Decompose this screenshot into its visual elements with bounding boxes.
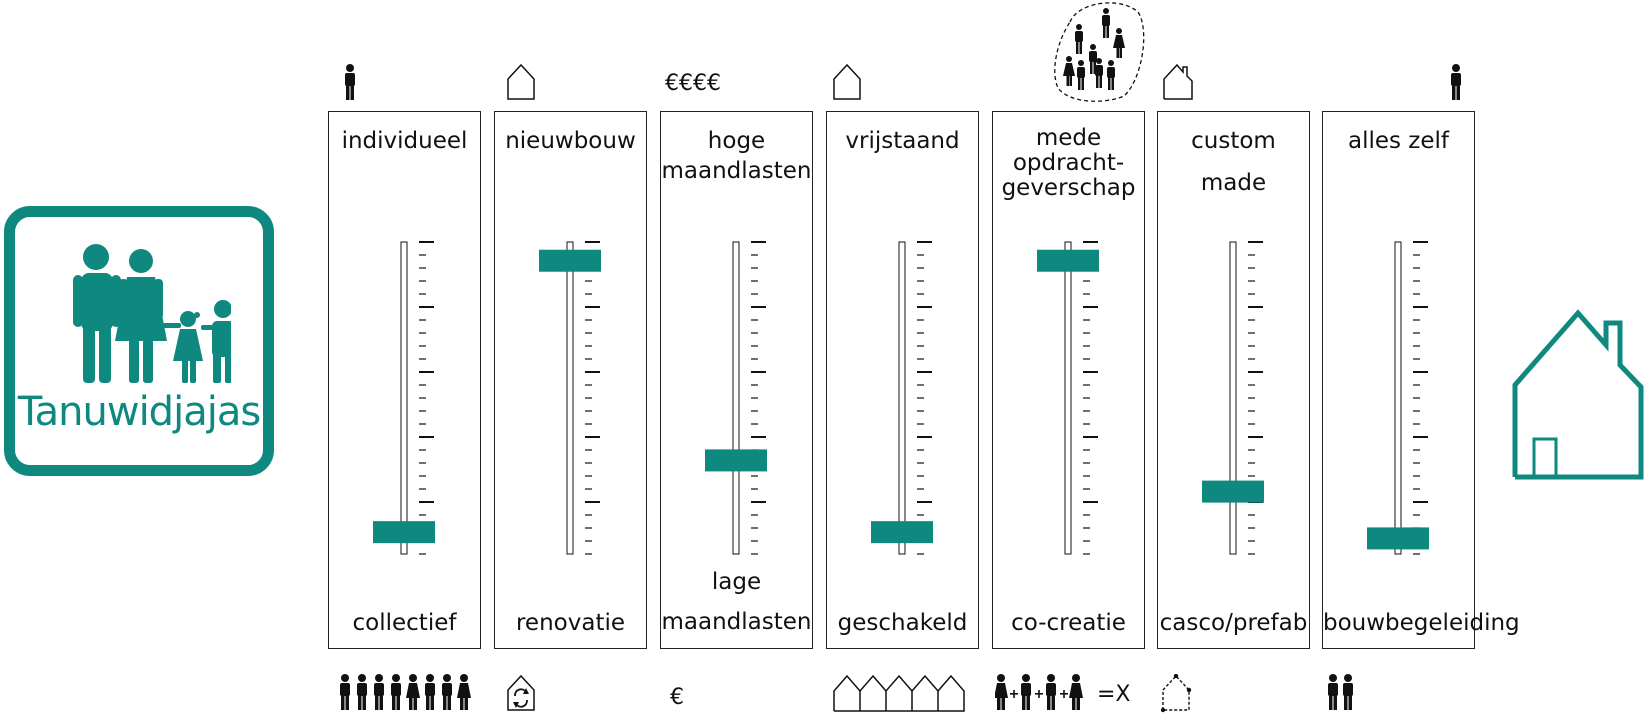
co-creation-person-icon <box>1021 674 1031 710</box>
slider-individueel-collectief[interactable] <box>373 241 435 555</box>
slider-custom-casco[interactable] <box>1202 241 1264 555</box>
top-label: mede opdracht- geverschap <box>1001 125 1136 201</box>
co-creation-person-icon <box>995 674 1008 710</box>
custom-house-icon <box>1163 63 1193 100</box>
group-person-icon <box>357 674 367 710</box>
group-icon <box>340 674 471 710</box>
renovation-house-icon <box>507 674 535 711</box>
top-label: hoge maandlasten <box>661 128 812 184</box>
family-logo: Tanuwidjajas <box>4 206 274 476</box>
plus-icon <box>1010 690 1018 698</box>
family-icon <box>73 244 231 383</box>
slider-track[interactable] <box>732 241 740 555</box>
slider-maandlasten[interactable] <box>705 241 767 555</box>
euro-signs-icon: €€€€ <box>665 71 721 96</box>
slider-handle[interactable] <box>871 521 933 544</box>
plus-icon <box>1035 690 1043 698</box>
casco-house-icon <box>1161 674 1192 713</box>
top-label: custom made <box>1191 128 1276 196</box>
bottom-label: co-creatie <box>1011 610 1126 636</box>
slider-vrijstaand-geschakeld[interactable] <box>871 241 933 555</box>
top-label: alles zelf <box>1347 128 1450 154</box>
slider-track[interactable] <box>1064 241 1072 555</box>
slider-handle[interactable] <box>373 521 435 544</box>
slider-track[interactable] <box>566 241 574 555</box>
bottom-label: geschakeld <box>837 610 968 636</box>
house-outline-icon <box>833 63 861 100</box>
equals-x-text: =X <box>1097 682 1131 707</box>
group-person-icon <box>425 674 435 710</box>
slider-track[interactable] <box>1229 241 1237 555</box>
slider-handle[interactable] <box>1367 527 1429 550</box>
person-icon <box>345 64 355 100</box>
slider-nieuwbouw-renovatie[interactable] <box>539 241 601 555</box>
crowd-icon <box>1054 2 1145 102</box>
group-person-icon <box>457 674 471 710</box>
slider-handle[interactable] <box>1037 249 1099 272</box>
slider-handle[interactable] <box>705 449 767 472</box>
person-icon <box>1451 64 1461 100</box>
bottom-label: casco/prefab <box>1159 610 1308 636</box>
slider-track[interactable] <box>898 241 906 555</box>
group-person-icon <box>374 674 384 710</box>
co-creation-icon <box>995 674 1083 710</box>
group-person-icon <box>406 674 420 710</box>
top-label: nieuwbouw <box>505 128 636 154</box>
top-label: vrijstaand <box>845 128 960 154</box>
slider-handle[interactable] <box>1202 480 1264 503</box>
slider-zelf-bouwbegeleiding[interactable] <box>1367 241 1429 555</box>
co-creation-person-icon <box>1046 674 1056 710</box>
top-label: individueel <box>341 128 468 154</box>
group-person-icon <box>391 674 401 710</box>
house-icon <box>1512 309 1644 480</box>
slider-track[interactable] <box>1394 241 1402 555</box>
group-person-icon <box>442 674 452 710</box>
logo-text: Tanuwidjajas <box>17 389 261 435</box>
euro-sign-icon: € <box>670 685 684 710</box>
bottom-label: lage maandlasten <box>661 569 812 635</box>
slider-track[interactable] <box>400 241 408 555</box>
row-houses-icon <box>833 674 965 712</box>
bottom-label: collectief <box>352 610 457 636</box>
slider-opdrachtgeverschap[interactable] <box>1037 241 1099 555</box>
co-creation-person-icon <box>1069 674 1083 710</box>
slider-panel-maandlasten: hoge maandlasten lage maandlasten <box>660 111 813 649</box>
group-person-icon <box>340 674 350 710</box>
slider-handle[interactable] <box>539 249 601 272</box>
plus-icon <box>1060 690 1068 698</box>
bottom-label: renovatie <box>515 610 625 636</box>
two-persons-icon <box>1328 674 1353 710</box>
house-outline-icon <box>507 63 535 100</box>
